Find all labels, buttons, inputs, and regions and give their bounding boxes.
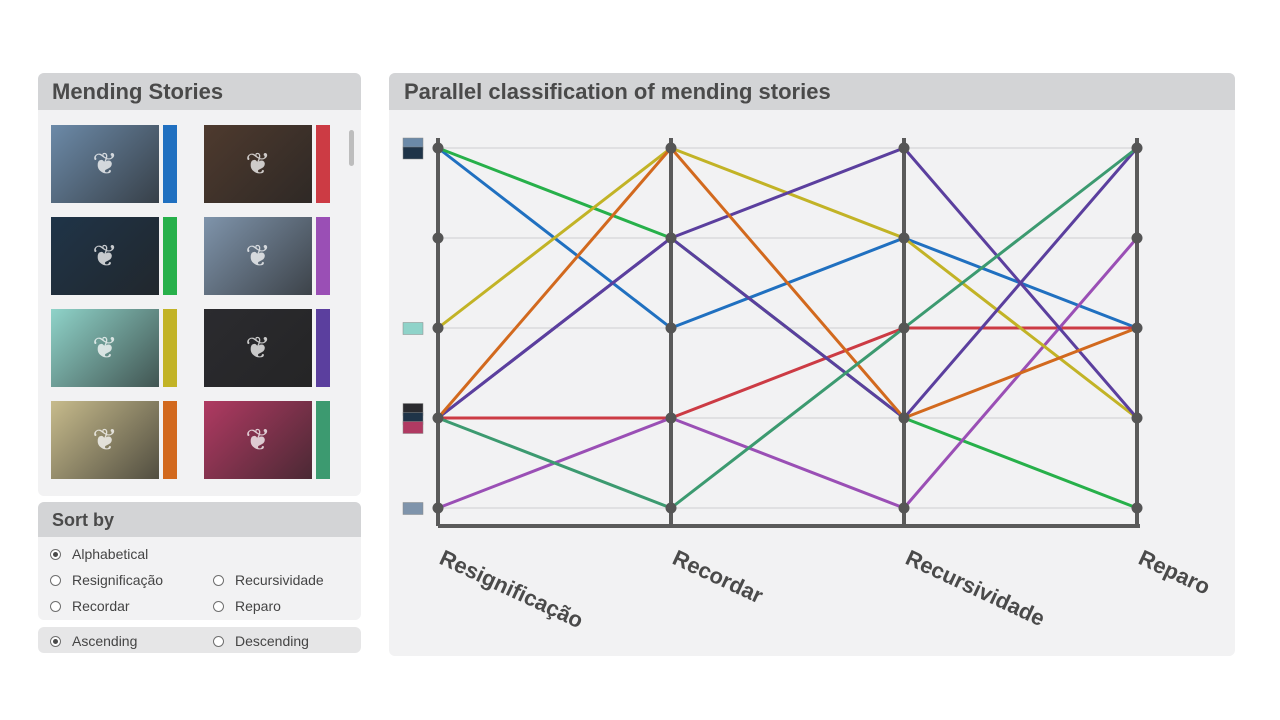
axis-node [898,142,910,154]
axis-node [665,502,677,514]
sort-option-recursividade[interactable]: Recursividade [213,572,324,588]
sort-option-reparo[interactable]: Reparo [213,598,281,614]
sweaters-icon: ❦ [204,401,312,479]
series-line [437,147,1139,420]
axis-node [898,232,910,244]
order-label: Ascending [72,633,138,649]
axis-node [432,232,444,244]
story-marker [402,322,424,335]
axis-node [1131,142,1143,154]
stories-scrollbar[interactable] [349,128,355,480]
dress-icon: ❦ [51,309,159,387]
series-line [436,146,1138,420]
radio-icon [50,574,61,586]
series-line [437,146,1138,510]
story-marker [402,146,424,160]
story-card[interactable]: ❦ [51,401,178,479]
jacket-icon: ❦ [51,217,159,295]
axis-label: Recordar [669,545,768,609]
mending-stories-panel: Mending Stories ❦ ❦ ❦ ❦ ❦ ❦ ❦ ❦ [38,73,361,496]
story-color-swatch [316,401,330,479]
axis-node [898,322,910,334]
radio-icon [213,600,224,612]
fabric-icon: ❦ [51,401,159,479]
chart-panel: Parallel classification of mending stori… [389,73,1235,656]
axis-node [898,412,910,424]
jacket-icon: ❦ [51,125,159,203]
story-card[interactable]: ❦ [204,217,331,295]
axis-node [665,322,677,334]
axis-label: Recursividade [902,545,1049,631]
axis-node [1131,322,1143,334]
axis-node [432,412,444,424]
axis-node [432,322,444,334]
sort-option-recordar[interactable]: Recordar [50,598,130,614]
order-label: Descending [235,633,309,649]
series-line [438,326,1137,420]
story-color-swatch [163,309,177,387]
sort-option-label: Resignificação [72,572,164,588]
axis-node [432,502,444,514]
story-card[interactable]: ❦ [204,401,331,479]
sort-order-panel: Ascending Descending [38,627,361,653]
radio-icon [213,574,224,586]
story-marker [402,421,424,434]
sort-option-label: Reparo [235,598,281,614]
axis-node [432,142,444,154]
radio-icon [50,548,61,560]
axis-node [665,232,677,244]
axis-label: Resignificação [436,545,587,633]
axis-node [665,412,677,424]
story-grid: ❦ ❦ ❦ ❦ ❦ ❦ ❦ ❦ [51,125,351,480]
story-color-swatch [163,125,177,203]
axis-label: Reparo [1135,545,1214,600]
axis-node [1131,502,1143,514]
axis-node [1131,412,1143,424]
radio-icon [50,635,61,647]
sort-option-label: Recordar [72,598,130,614]
sort-option-resignificacao[interactable]: Resignificação [50,572,163,588]
chart-title: Parallel classification of mending stori… [389,73,1235,110]
sort-option-label: Alphabetical [72,546,149,562]
sort-option-alphabetical[interactable]: Alphabetical [50,546,148,562]
order-descending[interactable]: Descending [213,633,309,649]
story-marker [402,502,424,515]
story-card[interactable]: ❦ [51,217,178,295]
story-color-swatch [316,125,330,203]
story-card[interactable]: ❦ [204,125,331,203]
denim-icon: ❦ [204,217,312,295]
axis-node [665,142,677,154]
story-color-swatch [316,309,330,387]
story-color-swatch [163,217,177,295]
story-card[interactable]: ❦ [51,309,178,387]
sort-option-label: Recursividade [235,572,324,588]
story-color-swatch [163,401,177,479]
shoe-icon: ❦ [204,125,312,203]
parallel-coordinates-chart: Resignificação Recordar Recursividade Repar… [402,137,1214,633]
stories-scrollbar-thumb[interactable] [349,130,354,166]
sort-panel: Sort by Alphabetical Resignificação Recu… [38,502,361,620]
axis-node [1131,232,1143,244]
story-card[interactable]: ❦ [51,125,178,203]
radio-icon [50,600,61,612]
mending-stories-title: Mending Stories [38,73,361,110]
sort-title: Sort by [38,502,361,537]
story-color-swatch [316,217,330,295]
axis-node [898,502,910,514]
story-card[interactable]: ❦ [204,309,331,387]
leather-jacket-icon: ❦ [204,309,312,387]
order-ascending[interactable]: Ascending [50,633,137,649]
radio-icon [213,635,224,647]
